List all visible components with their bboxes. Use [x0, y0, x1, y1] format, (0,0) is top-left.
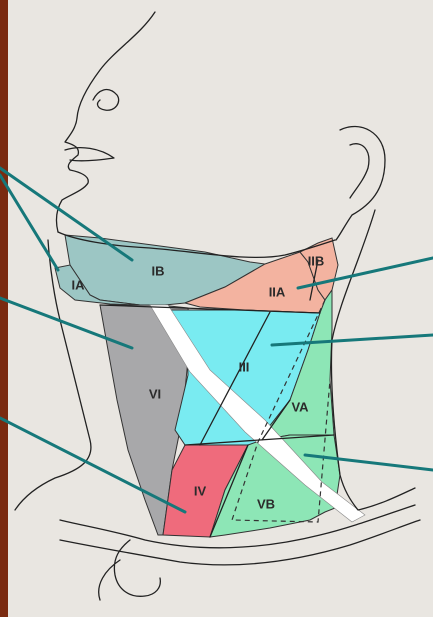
mouth [65, 148, 114, 161]
label-vb: VB [257, 496, 275, 511]
label-iv: IV [194, 483, 207, 498]
label-ia: IA [72, 277, 86, 292]
ear-outline [336, 127, 385, 240]
face-outline [56, 12, 155, 232]
pointer-ib [0, 168, 132, 260]
label-ib: IB [152, 263, 165, 278]
label-iib: IIB [308, 253, 325, 268]
label-iii: III [239, 359, 250, 374]
label-va: VA [291, 399, 309, 414]
label-vi: VI [149, 386, 161, 401]
nostril [93, 90, 119, 111]
label-iia: IIA [269, 284, 286, 299]
